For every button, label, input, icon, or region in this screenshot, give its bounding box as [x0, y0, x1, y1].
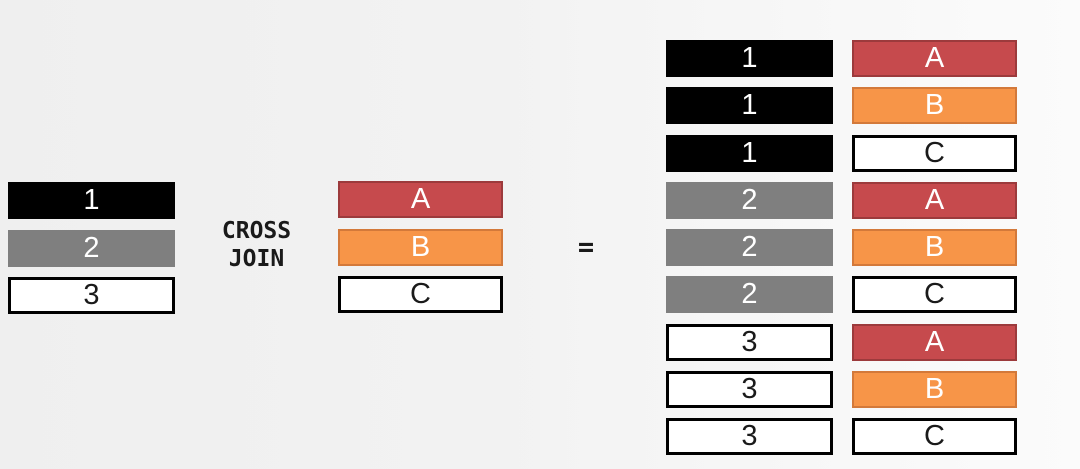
result-number-cell: 3 [666, 323, 833, 361]
result-number-cell: 2 [666, 276, 833, 314]
result-letter-cell: A [852, 181, 1017, 219]
letters-table-row: C [338, 276, 503, 313]
result-letter-cell: B [852, 229, 1017, 267]
result-number-cell: 1 [666, 134, 833, 172]
result-number-cell: 1 [666, 40, 833, 77]
result-letter-cell: C [852, 134, 1017, 172]
result-table-letter-column: A B C A B C A B C [852, 40, 1017, 456]
result-letter-cell: C [852, 418, 1017, 456]
source-table-numbers: 1 2 3 [8, 182, 175, 314]
result-letter-cell: C [852, 276, 1017, 314]
cross-join-label-line2: JOIN [228, 246, 285, 272]
letters-table-row: A [338, 181, 503, 218]
cross-join-label: CROSS JOIN [175, 217, 338, 273]
equals-sign: = [577, 232, 595, 263]
numbers-table-row: 1 [8, 182, 175, 219]
result-number-cell: 2 [666, 181, 833, 219]
result-letter-cell: A [852, 323, 1017, 361]
letters-table-row: B [338, 228, 503, 266]
result-number-cell: 1 [666, 87, 833, 125]
cross-join-label-line1: CROSS [221, 218, 292, 244]
result-letter-cell: B [852, 371, 1017, 409]
result-letter-cell: B [852, 87, 1017, 125]
source-table-letters: A B C [338, 181, 503, 313]
numbers-table-row: 2 [8, 229, 175, 267]
result-letter-cell: A [852, 40, 1017, 77]
result-number-cell: 3 [666, 371, 833, 409]
result-table-number-column: 1 1 1 2 2 2 3 3 3 [666, 40, 833, 456]
result-number-cell: 2 [666, 229, 833, 267]
numbers-table-row: 3 [8, 277, 175, 314]
result-number-cell: 3 [666, 418, 833, 456]
